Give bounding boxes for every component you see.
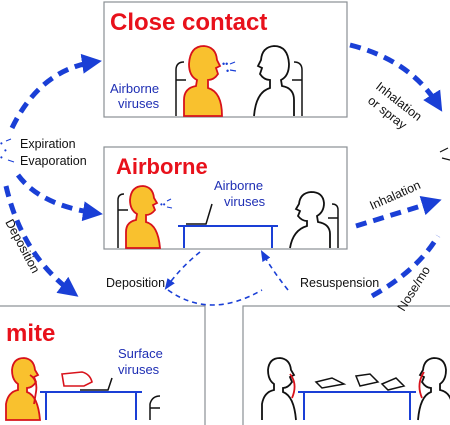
person-left-bottom bbox=[261, 357, 297, 421]
droplets-icon: •• • bbox=[222, 59, 237, 76]
arrow-nose-mouth bbox=[370, 234, 441, 299]
close-contact-title: Close contact bbox=[110, 9, 267, 36]
svg-text:•: • bbox=[0, 139, 3, 148]
host-marker bbox=[439, 147, 450, 161]
arrow-to-close-contact bbox=[9, 53, 102, 130]
close-contact-label-1: Airborne bbox=[110, 81, 159, 96]
hand-to-face bbox=[418, 371, 425, 399]
resuspension-label: Resuspension bbox=[300, 276, 379, 290]
laptop-icon bbox=[186, 203, 213, 225]
arrow-bottom-link bbox=[167, 289, 263, 306]
airborne-label-1: Airborne bbox=[214, 178, 263, 193]
arrow-resuspension-thin bbox=[260, 250, 289, 291]
bottom-right-table bbox=[298, 391, 416, 420]
close-contact-panel: Close contact Airborne viruses •• • bbox=[103, 1, 348, 118]
fomite-panel: mite Surface viruses bbox=[0, 305, 206, 425]
close-contact-label-2: viruses bbox=[118, 96, 160, 111]
evaporation-label: Evaporation bbox=[20, 154, 87, 168]
deposition-diagonal-label: Deposition bbox=[2, 217, 42, 276]
source-node: • • • Expiration Evaporation bbox=[0, 137, 87, 168]
hand-to-face bbox=[29, 374, 38, 405]
airborne-label-2: viruses bbox=[224, 194, 266, 209]
infected-person-fomite bbox=[5, 357, 41, 421]
droplets-icon: • • • bbox=[0, 138, 15, 163]
fomite-label-2: viruses bbox=[118, 362, 160, 377]
expiration-label: Expiration bbox=[20, 137, 76, 151]
airborne-right-chair bbox=[328, 203, 339, 248]
airborne-title: Airborne bbox=[116, 154, 208, 179]
fomite-label-1: Surface bbox=[118, 346, 163, 361]
healthy-person-airborne bbox=[289, 191, 331, 249]
hand-to-face bbox=[289, 373, 296, 399]
svg-text:•: • bbox=[0, 153, 3, 162]
arrow-to-fomite bbox=[3, 185, 79, 297]
close-contact-frame bbox=[103, 1, 348, 118]
arrow-to-airborne bbox=[15, 173, 103, 222]
svg-text:••: •• bbox=[160, 200, 166, 209]
left-chair bbox=[175, 61, 186, 116]
airborne-table bbox=[178, 225, 278, 248]
healthy-person-close bbox=[253, 45, 295, 117]
infected-person-close bbox=[183, 45, 223, 117]
arrow-close-to-host bbox=[349, 42, 443, 112]
svg-text:•: • bbox=[4, 146, 7, 155]
person-right-bottom bbox=[417, 357, 450, 421]
airborne-panel: Airborne Airborne viruses •• bbox=[103, 146, 348, 250]
infected-person-airborne bbox=[125, 185, 161, 249]
right-chair bbox=[292, 61, 303, 116]
arrow-airborne-to-host bbox=[355, 195, 442, 229]
fomite-title: mite bbox=[6, 320, 55, 347]
svg-text:••: •• bbox=[222, 59, 228, 69]
hand-icon bbox=[61, 371, 93, 387]
laptop-icon bbox=[80, 377, 113, 391]
droplets-icon: •• bbox=[160, 198, 173, 209]
resuspension-panel bbox=[242, 305, 450, 425]
arrow-deposition-thin bbox=[164, 251, 201, 290]
airborne-left-chair bbox=[117, 193, 128, 248]
fomite-chair bbox=[149, 395, 161, 420]
svg-text:•: • bbox=[226, 66, 229, 76]
fomite-table bbox=[40, 391, 142, 420]
deposition-label: Deposition bbox=[106, 276, 165, 290]
hands-icon bbox=[314, 373, 406, 391]
